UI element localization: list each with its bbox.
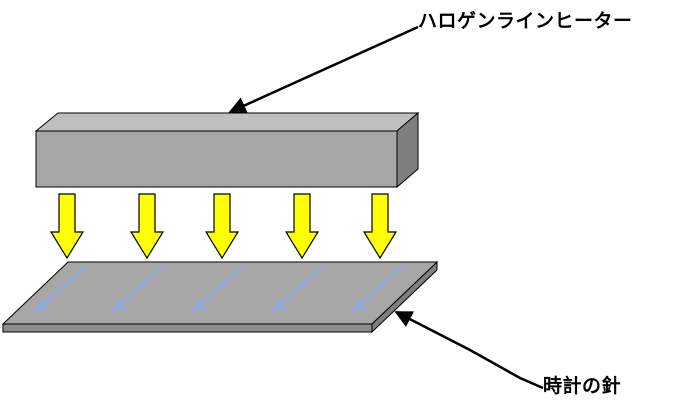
plate-top-face (1, 261, 439, 325)
halogen-line-heater (34, 111, 420, 189)
heater-label: ハロゲンラインヒーター (418, 10, 633, 32)
heat-arrows (49, 193, 398, 260)
scan-arrow (352, 267, 403, 312)
heat-arrow (129, 193, 165, 260)
heat-arrow (204, 193, 240, 260)
scan-arrow (35, 267, 86, 312)
heat-arrow (284, 193, 320, 260)
heat-arrow (49, 193, 85, 260)
heater-top-face (34, 112, 420, 132)
needle-label: 時計の針 (543, 375, 622, 397)
heat-arrow (362, 193, 398, 260)
heater-pointer-arrow (228, 25, 419, 114)
scan-arrow (192, 267, 243, 312)
watch-hand-plate (1, 260, 439, 334)
scan-arrow (272, 267, 323, 312)
scan-arrow (112, 267, 163, 312)
needle-pointer-arrow (394, 310, 544, 390)
scan-arrows (35, 267, 403, 312)
heater-front-face (35, 130, 398, 188)
plate-front-edge (2, 323, 373, 333)
